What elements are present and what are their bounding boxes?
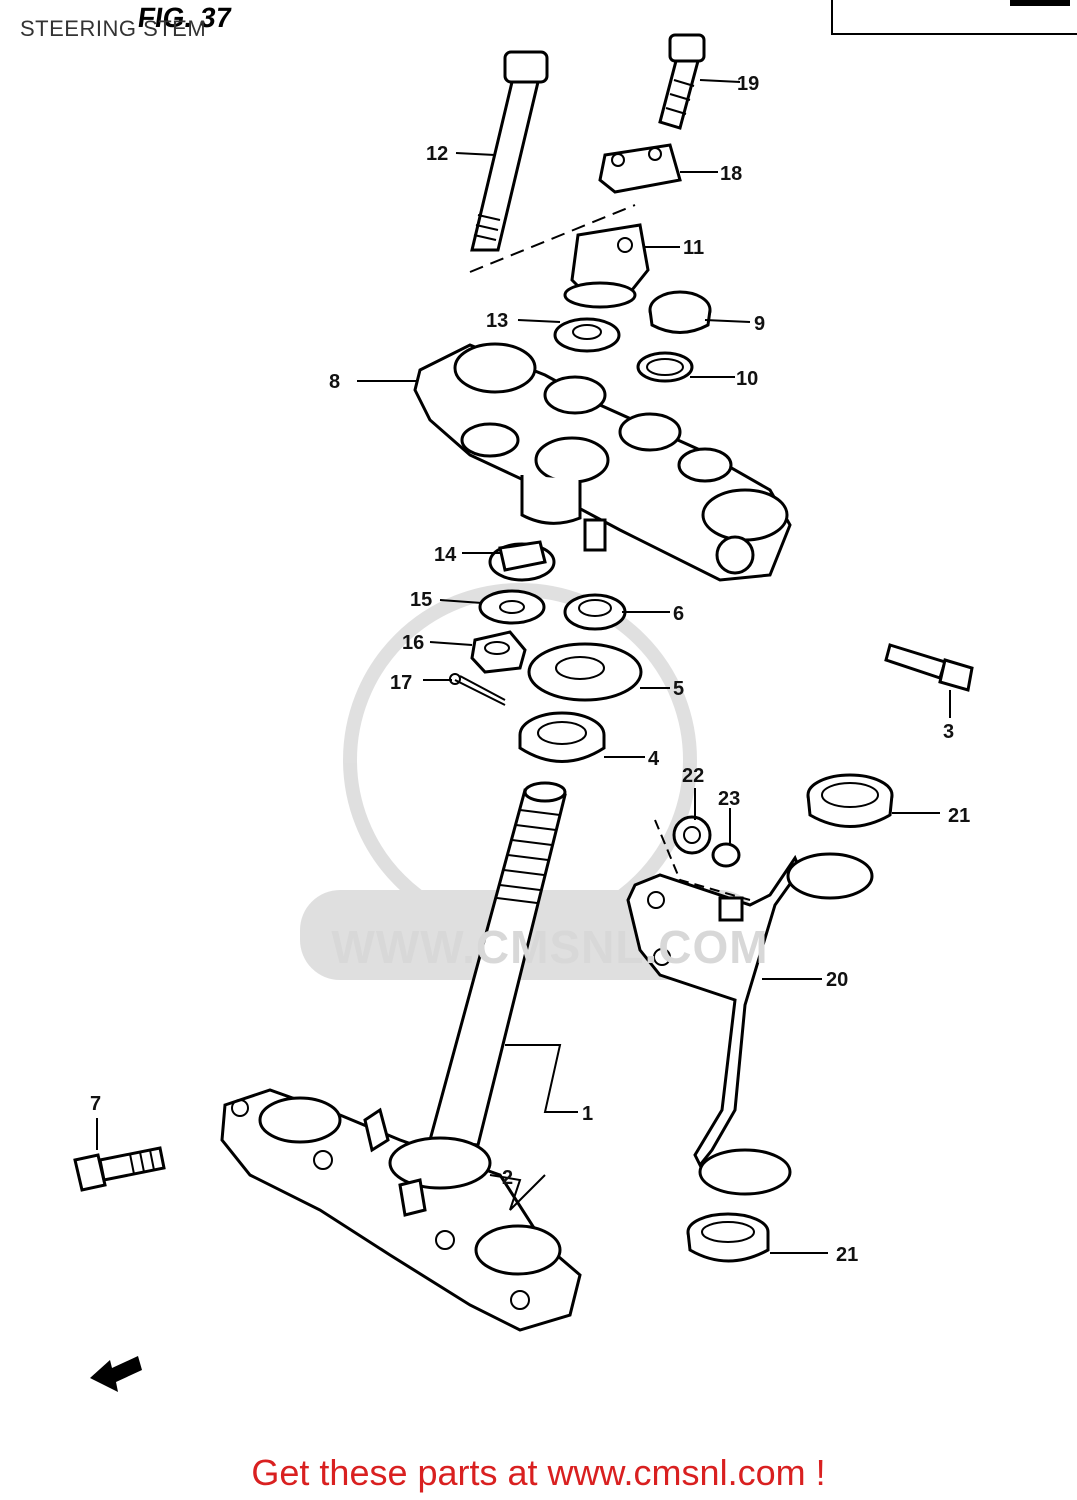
part-16-castle-nut (470, 630, 527, 674)
frame-mark (1010, 0, 1070, 6)
part-23-collar (711, 842, 741, 868)
part-7-bolt (73, 1146, 166, 1192)
callout-2: 2 (502, 1167, 513, 1189)
callout-labels: 12 19 18 11 13 9 10 8 14 15 6 16 17 5 4 … (90, 73, 970, 1266)
part-14-nut (488, 540, 556, 582)
callout-20: 20 (826, 969, 848, 991)
callout-8: 8 (329, 371, 340, 393)
part-4-bearing (518, 711, 606, 763)
callout-22: 22 (682, 765, 704, 787)
part-9-cap-nut (648, 290, 712, 334)
callout-6: 6 (673, 603, 684, 625)
callout-16: 16 (402, 632, 424, 654)
callout-19: 19 (737, 73, 759, 95)
part-3-bolt (884, 643, 974, 692)
callout-14: 14 (434, 544, 457, 566)
part-1-steering-stem (428, 781, 567, 1147)
callout-23: 23 (718, 788, 740, 810)
callout-4: 4 (648, 748, 660, 770)
callout-12: 12 (426, 143, 448, 165)
page-title: STEERING STEM (20, 16, 207, 41)
callout-21-upper: 21 (948, 805, 970, 827)
part-22-grommet (672, 815, 712, 855)
part-10-oring (636, 351, 694, 383)
part-19-bolt (658, 33, 706, 130)
part-6-nut (563, 593, 627, 631)
part-12-bolt (469, 50, 636, 273)
part-13-washer (553, 317, 621, 353)
part-18-clamp (598, 143, 682, 194)
watermark-text: WWW.CMSNL.COM (331, 921, 769, 973)
callout-11: 11 (683, 237, 704, 259)
callout-1: 1 (582, 1103, 593, 1125)
part-21-seal-upper (806, 773, 894, 828)
callout-17: 17 (390, 672, 412, 694)
part-20-bracket (626, 819, 874, 1196)
part-2-lower-bracket (220, 1088, 582, 1332)
callout-9: 9 (754, 313, 765, 335)
part-17-cotter-pin (449, 673, 506, 706)
arrow-front-icon (90, 1356, 142, 1392)
callout-21-lower: 21 (836, 1244, 858, 1266)
callout-7: 7 (90, 1093, 101, 1115)
frame-corner (831, 0, 1077, 35)
callout-18: 18 (720, 163, 742, 185)
callout-13: 13 (486, 310, 508, 332)
part-11-holder (563, 223, 650, 309)
callout-3: 3 (943, 721, 954, 743)
part-15-washer (478, 589, 546, 625)
callout-5: 5 (673, 678, 684, 700)
callout-leaders (96, 79, 951, 1254)
callout-10: 10 (736, 368, 758, 390)
footer-shop-link[interactable]: Get these parts at www.cmsnl.com ! (251, 1452, 826, 1493)
callout-15: 15 (410, 589, 432, 611)
part-21-seal-lower (686, 1212, 770, 1263)
part-8-upper-bracket (413, 342, 792, 582)
part-5-washer (527, 642, 643, 702)
